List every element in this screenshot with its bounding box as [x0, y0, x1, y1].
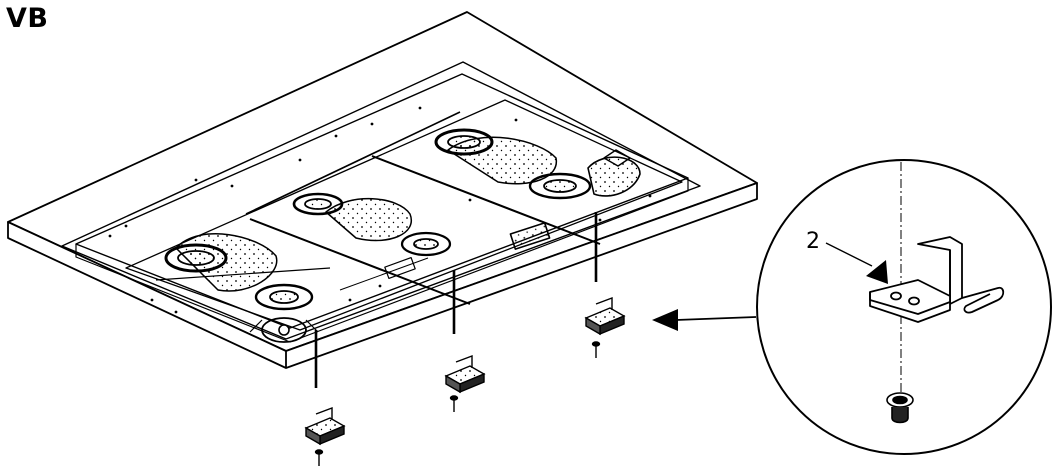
burner-module-2: [292, 192, 452, 291]
section-label: VB: [6, 3, 49, 34]
detail-screw: [886, 392, 914, 424]
burner-module-1: [164, 233, 319, 343]
hob-underside: [7, 11, 758, 369]
screw-1: [314, 449, 324, 466]
detail-view: 2: [756, 159, 1052, 455]
hob-base-panel: [125, 99, 683, 331]
hob-frame-outer: [7, 11, 758, 352]
fixing-bracket-2: [444, 354, 486, 394]
screw-2: [449, 395, 459, 412]
detail-leader-arrow: [652, 309, 757, 331]
burner-module-3: [434, 128, 641, 250]
hob-frame-inner-rim: [61, 61, 701, 340]
fixing-bracket-1: [304, 406, 346, 446]
callout-number-2: 2: [806, 229, 820, 254]
callout-2-leader: [825, 242, 888, 284]
detail-bracket: [869, 236, 1005, 323]
alignment-lines: [314, 212, 598, 388]
fixing-bracket-3: [584, 296, 626, 336]
screw-3: [591, 341, 601, 358]
hob-surface-dots: [108, 106, 652, 314]
